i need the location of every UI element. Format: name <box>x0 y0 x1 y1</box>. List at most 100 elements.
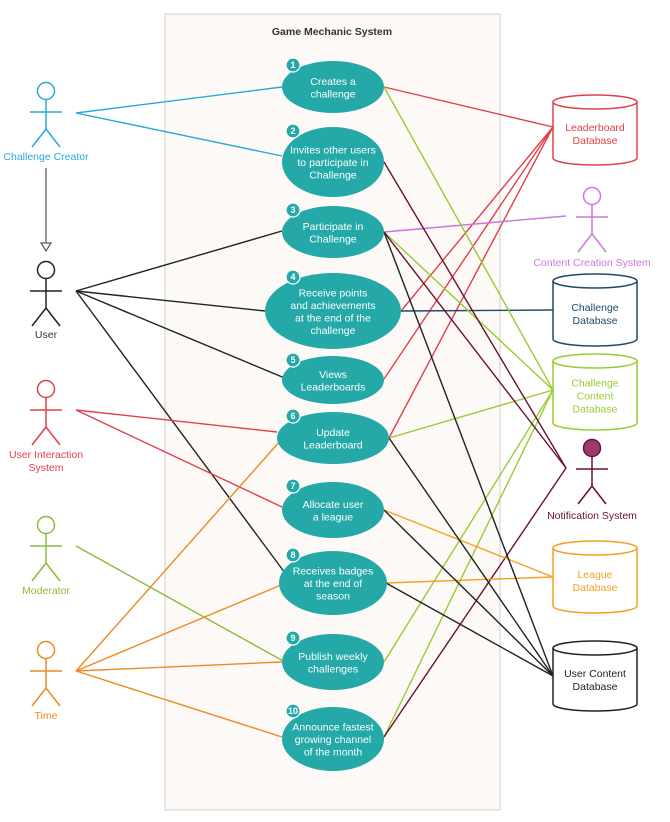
actor-challenge-creator[interactable]: Challenge Creator <box>3 81 89 164</box>
association-line <box>383 231 567 469</box>
use-case-label: Update <box>316 427 350 439</box>
use-case-label: Invites other users <box>290 145 376 157</box>
database-top <box>552 353 638 369</box>
association-line <box>383 86 554 128</box>
use-case-number-badge <box>285 630 301 646</box>
use-case-label: season <box>316 591 350 603</box>
actor-right-leg <box>591 233 607 253</box>
use-case-number: 5 <box>290 355 295 365</box>
use-case-label: Views <box>319 369 347 381</box>
actor-user[interactable]: User <box>30 260 62 342</box>
association-line <box>383 467 567 738</box>
database-label: Challenge <box>571 378 618 390</box>
use-case-label: Creates a <box>310 76 356 88</box>
actor-time[interactable]: Time <box>30 640 62 723</box>
use-case-label: Challenge <box>309 170 356 182</box>
use-case-number-badge <box>285 352 301 368</box>
association-line <box>383 86 554 391</box>
association-line <box>383 389 554 738</box>
use-case-number-badge <box>285 202 301 218</box>
use-case-number-badge <box>285 269 301 285</box>
use-case-number: 8 <box>290 550 295 560</box>
actor-right-leg <box>45 562 61 582</box>
database-body <box>552 361 638 431</box>
use-case-ellipse <box>282 127 384 197</box>
actor-label: System <box>28 462 63 474</box>
association-line <box>383 509 554 677</box>
use-case-number-badge <box>285 478 301 494</box>
association-line <box>388 389 554 439</box>
system-title: Game Mechanic System <box>272 26 392 38</box>
database-label: Database <box>573 681 618 693</box>
database-label: Database <box>573 315 618 327</box>
actor-notification[interactable]: Notification System <box>547 438 637 523</box>
association-line <box>75 290 289 578</box>
association-line <box>75 545 286 663</box>
use-case-label: Leaderboard <box>303 439 363 451</box>
use-case-label: Announce fastest <box>292 722 373 734</box>
actor-label: Content Creation System <box>533 257 651 269</box>
database-top <box>552 94 638 110</box>
association-line <box>400 309 554 312</box>
actor-right-leg <box>45 687 61 707</box>
actor-head <box>36 515 56 535</box>
actor-right-leg <box>591 485 607 505</box>
use-case-label: of the month <box>304 747 363 759</box>
association-line <box>75 439 282 672</box>
database-label: Challenge <box>571 302 618 314</box>
actor-label: Notification System <box>547 510 637 522</box>
association-line <box>388 437 554 677</box>
use-case-label: at the end of <box>304 578 362 590</box>
use-case-ellipse <box>265 273 401 349</box>
use-case-ellipse <box>282 634 384 690</box>
database-body <box>552 102 638 166</box>
use-case-ellipse <box>277 412 389 464</box>
database-body <box>552 648 638 712</box>
generalization-arrowhead <box>39 242 53 253</box>
actor-moderator[interactable]: Moderator <box>22 515 70 598</box>
association-line <box>385 582 554 677</box>
generalization-arrow <box>39 168 53 253</box>
use-case-label: Receive points <box>299 287 368 299</box>
association-line <box>75 584 282 672</box>
association-line <box>383 231 554 677</box>
association-line <box>383 509 554 578</box>
use-case-label: challenges <box>308 663 358 675</box>
association-lines <box>75 86 567 738</box>
actor-label: Time <box>35 710 58 722</box>
actor-right-leg <box>45 307 61 327</box>
databases: LeaderboardDatabaseChallengeDatabaseChal… <box>552 94 638 712</box>
actor-content-creation[interactable]: Content Creation System <box>533 186 651 270</box>
use-case-label: Allocate user <box>303 499 364 511</box>
use-case-ellipse <box>282 206 384 258</box>
actor-label: User <box>35 329 58 341</box>
use-case-number-badge <box>285 57 301 73</box>
database-top <box>552 273 638 289</box>
association-line <box>75 290 288 380</box>
actor-left-leg <box>31 562 47 582</box>
use-case-label: a league <box>313 511 353 523</box>
use-case-label: at the end of the <box>295 312 371 324</box>
use-case-number: 6 <box>290 411 295 421</box>
use-case-ellipse <box>282 482 384 538</box>
association-line <box>383 126 554 380</box>
actor-head <box>36 81 56 101</box>
